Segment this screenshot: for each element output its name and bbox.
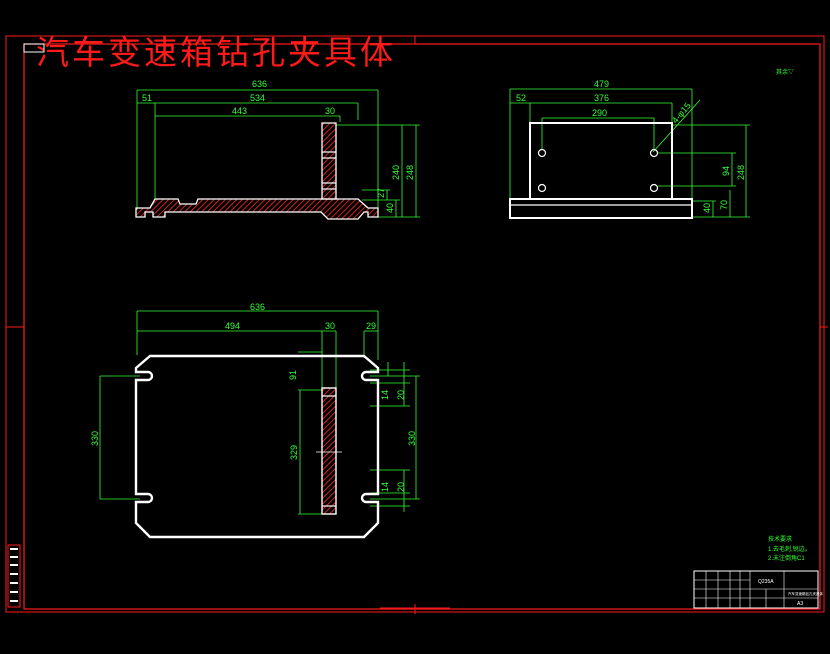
top-dim-slot-b: 20 bbox=[396, 390, 406, 400]
front-dim-span: 534 bbox=[250, 93, 265, 103]
front-dim-height-b: 248 bbox=[405, 165, 415, 180]
side-dim-offset: 52 bbox=[516, 93, 526, 103]
top-dim-edge: 29 bbox=[366, 321, 376, 331]
drawing-title: 汽车变速箱钻孔夹具体 bbox=[36, 33, 396, 72]
top-dim-web: 30 bbox=[325, 321, 335, 331]
title-block-sheet: A3 bbox=[797, 601, 803, 607]
side-dim-width: 376 bbox=[594, 93, 609, 103]
front-dim-offset: 51 bbox=[142, 93, 152, 103]
side-dim-base: 40 bbox=[702, 203, 712, 213]
tech-note-1: 1.去毛刺,锐边。 bbox=[768, 545, 811, 553]
top-dim-web-offset: 91 bbox=[288, 370, 298, 380]
top-dim-slot-a: 14 bbox=[380, 390, 390, 400]
top-dim-slot-spacing-right: 330 bbox=[407, 431, 417, 446]
title-block: Q235A 汽车变速箱钻孔夹具体 A3 bbox=[693, 570, 823, 609]
title-block-drawing-name: 汽车变速箱钻孔夹具体 bbox=[788, 591, 823, 596]
technical-notes: 技术要求 1.去毛刺,锐边。 2.未注倒角C1 bbox=[768, 535, 811, 562]
tech-notes-heading: 技术要求 bbox=[768, 535, 792, 543]
top-dim-web-length: 329 bbox=[289, 445, 299, 460]
front-dim-inner: 443 bbox=[232, 106, 247, 116]
tech-note-2: 2.未注倒角C1 bbox=[768, 554, 805, 562]
front-dim-overall: 636 bbox=[252, 79, 267, 89]
top-dim-slot-d: 20 bbox=[396, 482, 406, 492]
mounting-holes bbox=[537, 148, 659, 193]
side-dim-hole-pitch: 290 bbox=[592, 108, 607, 118]
side-dim-holes: 4-φ15 bbox=[670, 101, 693, 126]
side-dim-overall: 479 bbox=[594, 79, 609, 89]
side-dim-hole-vertical: 94 bbox=[721, 166, 731, 176]
front-dim-base-step: 27 bbox=[376, 188, 386, 198]
frame-edge-marks bbox=[7, 544, 21, 608]
top-dim-span: 494 bbox=[225, 321, 240, 331]
side-dim-base-b: 70 bbox=[719, 200, 729, 210]
title-block-material: Q235A bbox=[758, 579, 774, 585]
roughness-mark: 其余▽ bbox=[776, 68, 794, 76]
side-dim-height: 248 bbox=[736, 165, 746, 180]
top-view: 636 494 30 29 91 14 20 330 329 330 14 20 bbox=[90, 302, 420, 539]
side-view: 479 52 376 290 4-φ15 94 248 40 70 bbox=[509, 79, 750, 219]
top-dim-overall: 636 bbox=[250, 302, 265, 312]
top-dim-slot-spacing-left: 330 bbox=[90, 431, 100, 446]
front-dim-base: 40 bbox=[385, 203, 395, 213]
front-view: 636 51 534 443 30 27 240 248 40 bbox=[135, 79, 420, 220]
drawing-frame bbox=[5, 35, 828, 614]
front-dim-web: 30 bbox=[325, 106, 335, 116]
front-dim-height-a: 240 bbox=[391, 165, 401, 180]
top-dim-slot-c: 14 bbox=[380, 482, 390, 492]
